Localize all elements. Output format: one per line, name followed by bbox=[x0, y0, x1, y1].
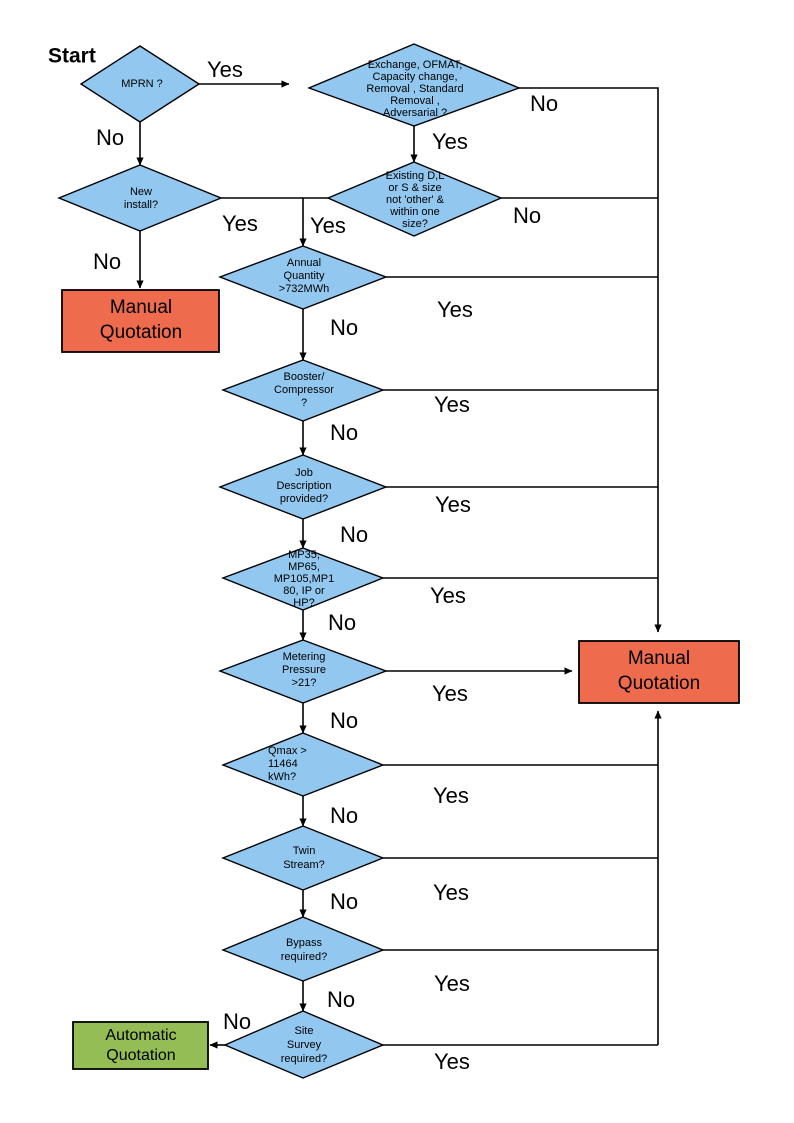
node-mp-types-line-3: 80, IP or bbox=[283, 585, 325, 597]
node-mp-types-line-4: HP? bbox=[293, 597, 314, 609]
node-existing-line-1: or S & size bbox=[388, 182, 441, 194]
connector-layer bbox=[136, 80, 662, 1049]
terminal-automatic-quotation[interactable]: Automatic Quotation bbox=[72, 1021, 209, 1070]
terminal-manual-right-line-0: Manual bbox=[628, 648, 690, 669]
node-exchange-line-0: Exchange, OFMAT, bbox=[368, 59, 463, 71]
edge-label-job-description-yes: Yes bbox=[435, 492, 471, 517]
node-qmax-line-0: Qmax > bbox=[268, 745, 307, 757]
terminal-manual-quotation-right[interactable]: Manual Quotation bbox=[578, 640, 740, 704]
node-mp-types-line-2: MP105,MP1 bbox=[274, 573, 335, 585]
edge-label-bypass-yes: Yes bbox=[434, 971, 470, 996]
edge-label-metering-pressure-yes: Yes bbox=[432, 681, 468, 706]
edge-label-booster-yes: Yes bbox=[434, 392, 470, 417]
node-existing-line-4: size? bbox=[402, 218, 428, 230]
edge-label-mp-types-yes: Yes bbox=[430, 583, 466, 608]
node-site-survey-line-2: required? bbox=[281, 1053, 327, 1065]
edge-label-mprn-yes: Yes bbox=[207, 57, 243, 82]
terminal-automatic-line-1: Quotation bbox=[106, 1047, 175, 1064]
node-job-description-line-0: Job bbox=[295, 467, 313, 479]
edge-label-job-description-no: No bbox=[340, 522, 368, 547]
node-new-install-line-0: New bbox=[130, 186, 152, 198]
node-existing[interactable]: Existing D,L or S & size not 'other' & w… bbox=[326, 161, 503, 237]
edge-label-mprn-no: No bbox=[96, 125, 124, 150]
start-label: Start bbox=[48, 45, 96, 68]
node-twin-stream-line-0: Twin bbox=[293, 845, 316, 857]
node-annual-quantity[interactable]: Annual Quantity >732MWh bbox=[218, 245, 388, 310]
node-bypass-line-0: Bypass bbox=[286, 937, 323, 949]
node-existing-line-0: Existing D,L bbox=[386, 170, 445, 182]
edge-label-qmax-no: No bbox=[330, 803, 358, 828]
node-mprn[interactable]: MPRN ? bbox=[79, 45, 201, 123]
edge-label-twin-stream-no: No bbox=[330, 889, 358, 914]
edge-label-booster-no: No bbox=[330, 420, 358, 445]
edge-label-mp-types-no: No bbox=[328, 610, 356, 635]
node-qmax[interactable]: Qmax > 11464 kWh? bbox=[221, 732, 385, 797]
terminal-automatic-line-0: Automatic bbox=[105, 1027, 176, 1044]
edge-label-annual-quantity-no: No bbox=[330, 315, 358, 340]
node-existing-line-2: not 'other' & bbox=[386, 194, 445, 206]
node-booster-line-2: ? bbox=[301, 397, 307, 409]
node-exchange-line-1: Capacity change, bbox=[373, 71, 458, 83]
edge-label-metering-pressure-no: No bbox=[330, 708, 358, 733]
node-existing-line-3: within one bbox=[389, 206, 440, 218]
terminal-manual-right-line-1: Quotation bbox=[618, 673, 700, 694]
node-new-install[interactable]: New install? bbox=[57, 164, 223, 232]
node-annual-quantity-line-0: Annual bbox=[287, 257, 321, 269]
edge-label-exchange-no: No bbox=[530, 91, 558, 116]
node-mp-types-line-1: MP65, bbox=[288, 561, 320, 573]
node-new-install-line-1: install? bbox=[124, 199, 158, 211]
node-annual-quantity-line-1: Quantity bbox=[284, 270, 325, 282]
node-exchange-line-2: Removal , Standard bbox=[366, 83, 463, 95]
node-exchange[interactable]: Exchange, OFMAT, Capacity change, Remova… bbox=[307, 43, 521, 127]
terminal-manual-left-line-0: Manual bbox=[110, 297, 172, 318]
node-booster-line-0: Booster/ bbox=[284, 371, 326, 383]
node-metering-pressure-line-1: Pressure bbox=[282, 664, 326, 676]
node-twin-stream-line-1: Stream? bbox=[283, 859, 325, 871]
node-mp-types[interactable]: MP35, MP65, MP105,MP1 80, IP or HP? bbox=[221, 547, 385, 611]
edge-label-exchange-yes: Yes bbox=[432, 129, 468, 154]
node-booster[interactable]: Booster/ Compressor ? bbox=[221, 359, 385, 422]
node-bypass-line-1: required? bbox=[281, 951, 327, 963]
edge-label-qmax-yes: Yes bbox=[433, 783, 469, 808]
node-site-survey-line-0: Site bbox=[295, 1025, 314, 1037]
node-twin-stream[interactable]: Twin Stream? bbox=[221, 825, 385, 891]
node-mp-types-line-0: MP35, bbox=[288, 549, 320, 561]
node-metering-pressure-line-0: Metering bbox=[283, 651, 326, 663]
edge-label-site-survey-no: No bbox=[223, 1009, 251, 1034]
edge-label-existing-no: No bbox=[513, 203, 541, 228]
edge-exchange-no bbox=[519, 87, 662, 633]
terminal-manual-quotation-left[interactable]: Manual Quotation bbox=[61, 289, 220, 353]
node-booster-line-1: Compressor bbox=[274, 384, 334, 396]
node-metering-pressure[interactable]: Metering Pressure >21? bbox=[218, 639, 388, 704]
edge-label-twin-stream-yes: Yes bbox=[433, 880, 469, 905]
node-exchange-line-3: Removal , bbox=[390, 95, 440, 107]
node-metering-pressure-line-2: >21? bbox=[292, 677, 317, 689]
edge-label-existing-yes: Yes bbox=[310, 213, 346, 238]
terminal-manual-left-line-1: Quotation bbox=[100, 322, 182, 343]
node-job-description[interactable]: Job Description provided? bbox=[218, 454, 388, 520]
node-mprn-line-0: MPRN ? bbox=[121, 78, 163, 90]
node-job-description-line-2: provided? bbox=[280, 493, 328, 505]
edge-label-new-install-no: No bbox=[93, 249, 121, 274]
node-bypass[interactable]: Bypass required? bbox=[221, 916, 385, 982]
node-exchange-line-4: Adversarial ? bbox=[383, 107, 447, 119]
edge-label-bypass-no: No bbox=[327, 987, 355, 1012]
node-qmax-line-2: kWh? bbox=[268, 771, 296, 783]
edge-label-site-survey-yes: Yes bbox=[434, 1049, 470, 1074]
node-job-description-line-1: Description bbox=[276, 480, 331, 492]
edge-label-new-install-yes: Yes bbox=[222, 211, 258, 236]
edge-label-annual-quantity-yes: Yes bbox=[437, 297, 473, 322]
node-annual-quantity-line-2: >732MWh bbox=[279, 283, 329, 295]
node-site-survey[interactable]: Site Survey required? bbox=[223, 1010, 385, 1079]
node-site-survey-line-1: Survey bbox=[287, 1039, 322, 1051]
node-qmax-line-1: 11464 bbox=[268, 758, 298, 770]
